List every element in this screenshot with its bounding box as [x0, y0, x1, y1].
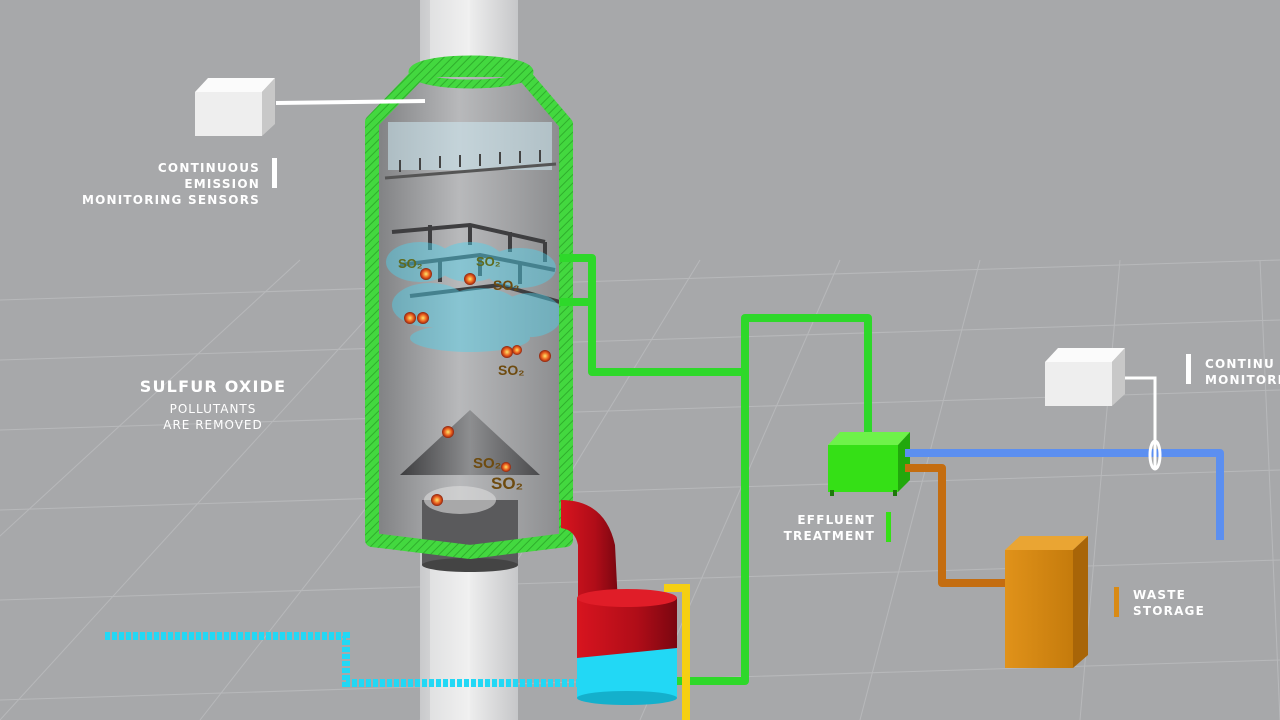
- so2-labels: SO₂ SO₂ SO₂ SO₂ SO₂ SO₂: [398, 254, 524, 493]
- waste-label-line1: WASTE: [1133, 588, 1187, 602]
- scrubber-tower: [372, 70, 566, 552]
- effluent-label-line1: EFFLUENT: [797, 513, 875, 527]
- waste-storage-tank: [1005, 536, 1088, 668]
- red-duct: [561, 500, 618, 605]
- effluent-treatment-label: EFFLUENT TREATMENT: [775, 512, 875, 544]
- cems-label-right-line2: MONITORI: [1205, 373, 1280, 387]
- emission-monitor-box-top: [195, 78, 426, 136]
- waste-label-bar: [1114, 587, 1119, 617]
- so2-label-6: SO₂: [491, 474, 523, 493]
- spray-mist: [386, 242, 562, 352]
- so2-label-5: SO₂: [473, 455, 501, 472]
- cems-label-top: CONTINUOUS EMISSION MONITORING SENSORS: [80, 160, 260, 208]
- cems-label-top-line2: MONITORING SENSORS: [81, 193, 260, 207]
- cems-label-top-line1: CONTINUOUS EMISSION: [157, 161, 260, 191]
- spray-headers: [391, 222, 561, 304]
- so2-label-2: SO₂: [476, 254, 501, 269]
- mist-eliminator: [384, 122, 557, 180]
- waste-storage-label: WASTE STORAGE: [1133, 587, 1205, 619]
- sulfur-oxide-title-text: SULFUR OXIDE: [139, 377, 287, 396]
- sulfur-oxide-title: SULFUR OXIDE: [138, 377, 288, 397]
- orange-pipe: [905, 464, 1005, 587]
- cems-label-right: CONTINU MONITORI: [1205, 356, 1280, 388]
- sulfur-oxide-sub-line2: ARE REMOVED: [163, 418, 263, 432]
- effluent-treatment-unit: [828, 432, 910, 496]
- emission-monitor-box-right: [1045, 348, 1162, 471]
- cems-label-top-bar: [272, 158, 277, 188]
- cems-label-right-line1: CONTINU: [1205, 357, 1275, 371]
- tank-water: [577, 648, 677, 698]
- gas-distributor-cone: [400, 410, 540, 475]
- scrubber-top-rim: [408, 55, 534, 89]
- water-feed-pipe: [105, 632, 582, 687]
- so2-label-4: SO₂: [498, 362, 524, 378]
- sulfur-oxide-subtitle: POLLUTANTS ARE REMOVED: [138, 401, 288, 433]
- yellow-pipe: [664, 584, 690, 720]
- so2-label-3: SO₂: [493, 277, 519, 293]
- waste-label-line2: STORAGE: [1133, 604, 1206, 618]
- scrubber-shell: [365, 63, 573, 559]
- blue-pipe: [905, 449, 1224, 540]
- so2-label-1: SO₂: [398, 256, 423, 271]
- cems-label-right-bar: [1186, 354, 1191, 384]
- pollutant-droplets: [404, 268, 551, 506]
- green-effluent-pipes: [560, 254, 872, 685]
- sulfur-oxide-sub-line1: POLLUTANTS: [169, 402, 257, 416]
- effluent-label-line2: TREATMENT: [783, 529, 875, 543]
- effluent-label-bar: [886, 512, 891, 542]
